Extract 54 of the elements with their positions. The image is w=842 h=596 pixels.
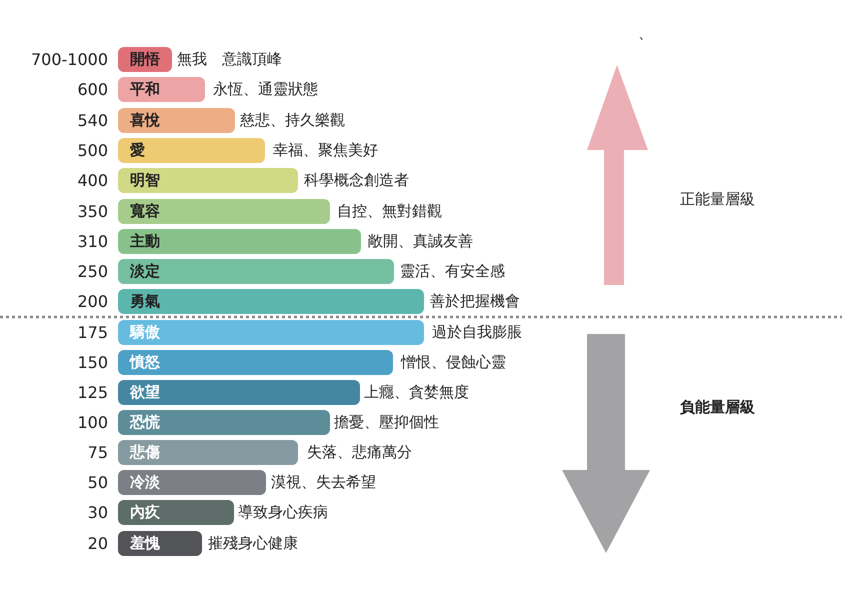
level-value: 600 [77, 79, 108, 101]
level-value: 150 [77, 352, 108, 374]
description-text: 導致身心疾病 [238, 502, 328, 523]
description-text: 憎恨、侵蝕心靈 [401, 352, 506, 373]
level-bar: 寬容 [118, 199, 330, 224]
level-bar: 喜悅 [118, 108, 235, 133]
level-bar: 憤怒 [118, 350, 393, 375]
level-value: 400 [77, 170, 108, 192]
level-bar: 主動 [118, 229, 361, 254]
level-bar: 明智 [118, 168, 298, 193]
level-bar: 恐慌 [118, 410, 330, 435]
description-text: 永恆、通靈狀態 [213, 79, 318, 100]
level-bar: 羞愧 [118, 531, 202, 556]
level-value: 350 [77, 201, 108, 223]
level-value: 540 [77, 110, 108, 132]
level-value: 75 [88, 442, 108, 464]
level-bar: 悲傷 [118, 440, 298, 465]
description-text: 善於把握機會 [430, 291, 520, 312]
level-value: 310 [77, 231, 108, 253]
level-bar: 欲望 [118, 380, 360, 405]
level-bar: 驕傲 [118, 320, 424, 345]
level-bar: 勇氣 [118, 289, 424, 314]
description-text: 上癮、貪婪無度 [364, 382, 469, 403]
description-text: 失落、悲痛萬分 [307, 442, 412, 463]
level-bar: 平和 [118, 77, 205, 102]
description-text: 摧殘身心健康 [208, 533, 298, 554]
level-value: 20 [88, 533, 108, 555]
level-value: 250 [77, 261, 108, 283]
level-value: 50 [88, 472, 108, 494]
level-bar: 冷淡 [118, 470, 266, 495]
level-value: 700-1000 [30, 49, 108, 71]
punctuation-mark: 、 [638, 24, 653, 43]
level-value: 30 [88, 502, 108, 524]
level-value: 200 [77, 291, 108, 313]
description-text: 慈悲、持久樂觀 [240, 110, 345, 131]
description-text: 過於自我膨脹 [432, 322, 522, 343]
description-text: 無我 意識頂峰 [177, 49, 282, 70]
description-text: 科學概念創造者 [304, 170, 409, 191]
level-heading: 負能量層級 [680, 398, 755, 417]
level-heading: 正能量層級 [680, 190, 755, 209]
description-text: 幸福、聚焦美好 [273, 140, 378, 161]
description-text: 漠視、失去希望 [271, 472, 376, 493]
level-value: 175 [77, 322, 108, 344]
level-value: 125 [77, 382, 108, 404]
level-value: 500 [77, 140, 108, 162]
description-text: 敞開、真誠友善 [368, 231, 473, 252]
level-bar: 開悟 [118, 47, 172, 72]
level-value: 100 [77, 412, 108, 434]
level-bar: 愛 [118, 138, 265, 163]
description-text: 靈活、有安全感 [400, 261, 505, 282]
description-text: 自控、無對錯觀 [337, 201, 442, 222]
level-bar: 內疚 [118, 500, 234, 525]
level-bar: 淡定 [118, 259, 394, 284]
description-text: 擔憂、壓抑個性 [334, 412, 439, 433]
